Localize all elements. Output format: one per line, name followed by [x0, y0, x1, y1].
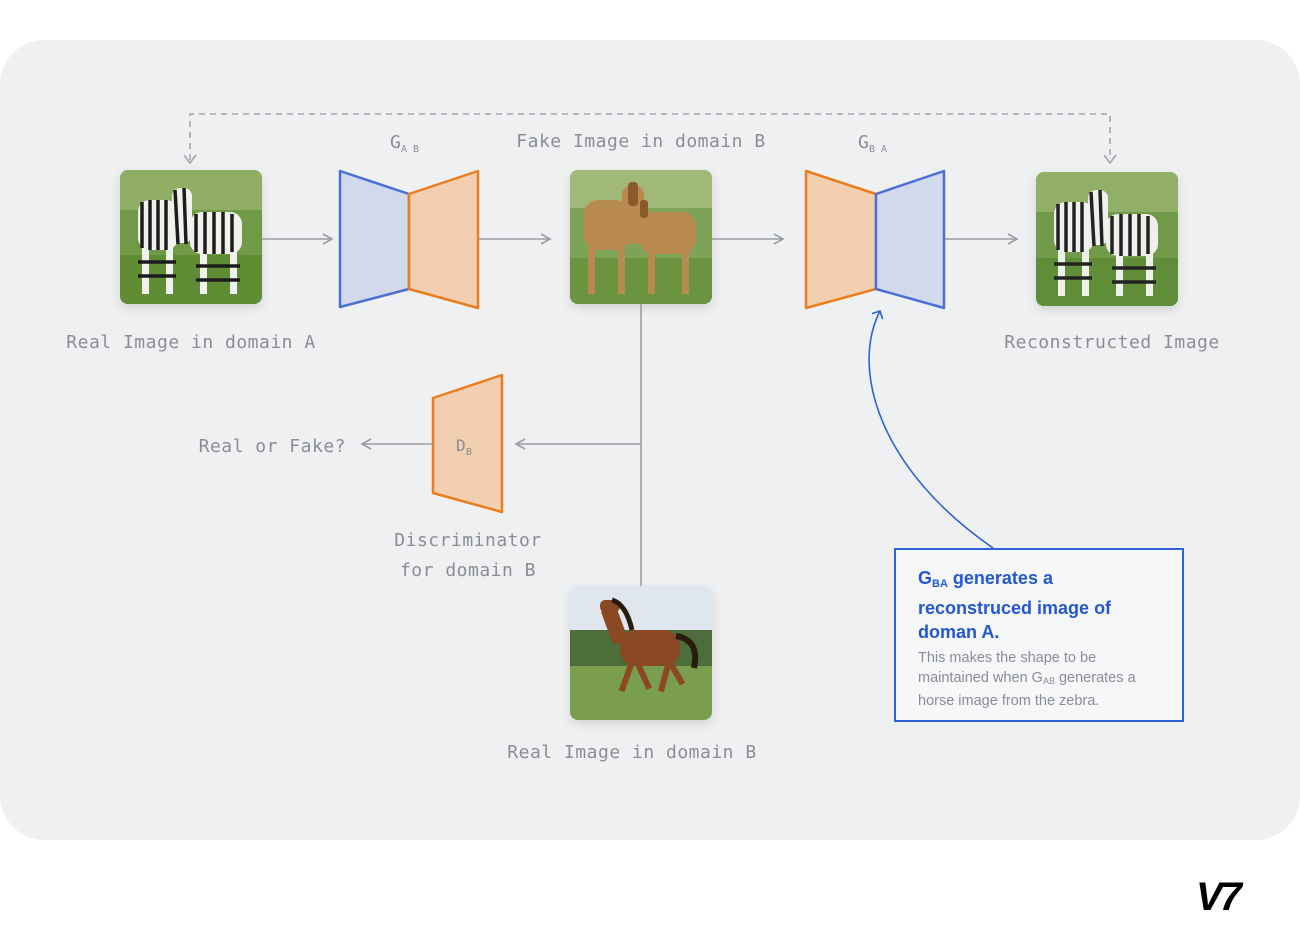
callout-pointer-curve: [868, 309, 994, 549]
label-g-ba-subscript: B A: [869, 144, 887, 155]
cycle-arrowhead-right: [1103, 154, 1117, 165]
real-image-domain-b: [570, 586, 712, 720]
label-discriminator-line2: for domain B: [400, 560, 536, 581]
label-real-or-fake: Real or Fake?: [199, 436, 346, 457]
label-discriminator-line1: Discriminator: [394, 530, 541, 551]
label-d-b: D: [456, 436, 466, 455]
reconstructed-image: [1036, 172, 1178, 306]
label-reconstructed: Reconstructed Image: [1004, 332, 1219, 353]
cycle-arrowhead-left: [183, 154, 197, 165]
generator-ab-decoder: [407, 169, 480, 310]
generator-ba-encoder: [804, 169, 878, 310]
label-fake-b: Fake Image in domain B: [516, 131, 765, 152]
svg-text:V7: V7: [1196, 876, 1244, 914]
callout-heading: GBA generates a reconstruced image of do…: [918, 568, 1112, 642]
cycle-dashed-connector: [189, 113, 1111, 160]
v7-logo: V7: [1196, 876, 1247, 914]
label-g-ba: G: [858, 132, 869, 153]
discriminator-b: [431, 373, 504, 514]
label-real-b: Real Image in domain B: [507, 742, 756, 763]
label-d-b-subscript: B: [466, 447, 472, 458]
explanation-callout: GBA generates a reconstruced image of do…: [894, 548, 1184, 722]
generator-ba-decoder: [874, 169, 946, 310]
label-g-ab: G: [390, 132, 401, 153]
label-real-a: Real Image in domain A: [66, 332, 315, 353]
generator-ab-encoder: [338, 169, 411, 309]
real-image-domain-a: [120, 170, 262, 304]
callout-body: This makes the shape to be maintained wh…: [918, 650, 1136, 709]
label-g-ab-subscript: A B: [401, 144, 419, 155]
fake-image-domain-b: [570, 170, 712, 304]
